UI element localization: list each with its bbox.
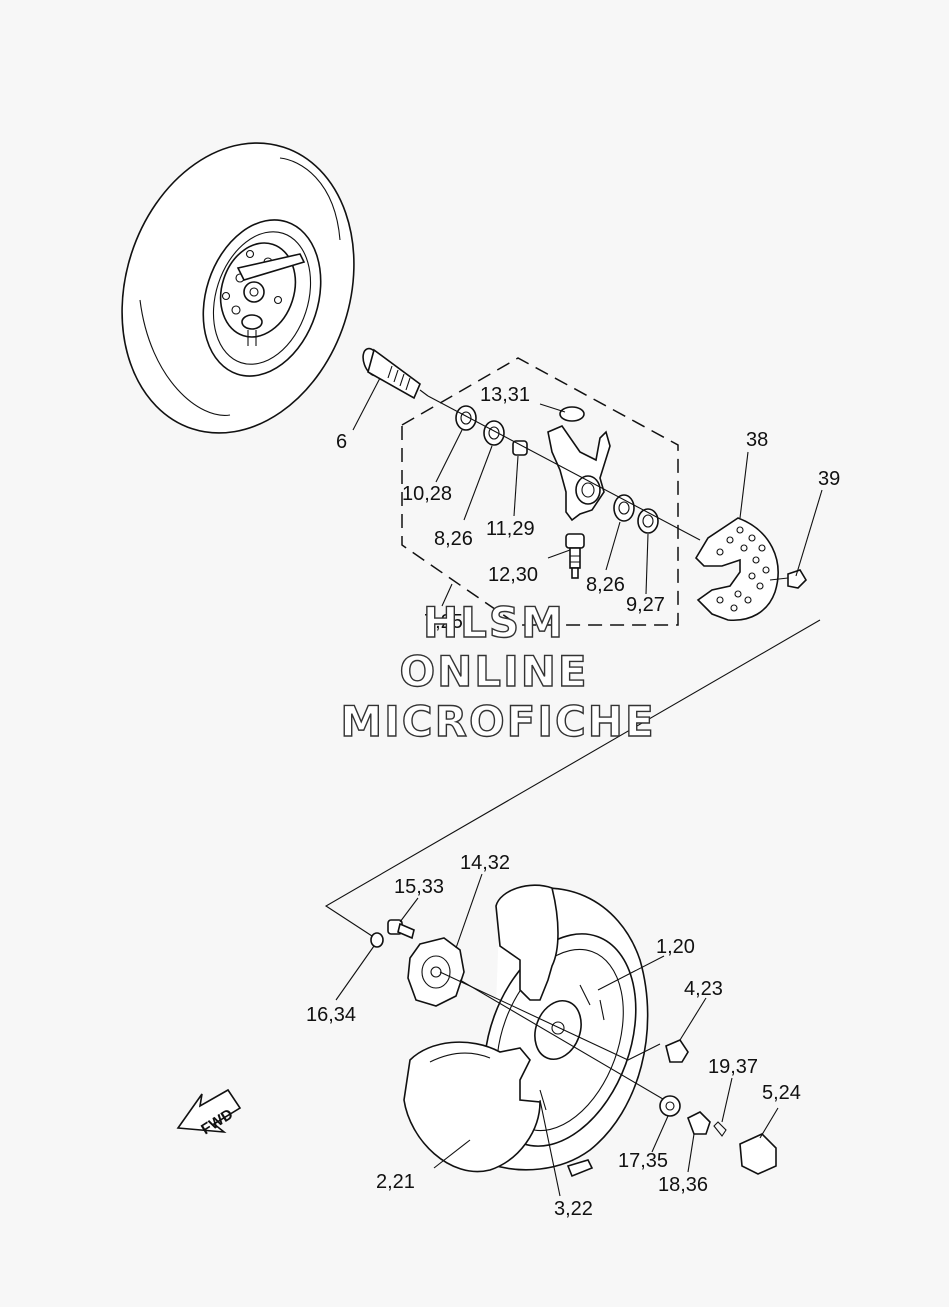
callout-12-30: 12,30 — [488, 564, 538, 586]
bearing — [483, 420, 505, 446]
hub-cap — [739, 1133, 777, 1175]
callout-18-36: 18,36 — [658, 1174, 708, 1196]
wheel-hub — [407, 937, 465, 1007]
brake-disc — [694, 517, 779, 621]
callout-3-22: 3,22 — [554, 1198, 593, 1220]
steering-knuckle — [547, 425, 611, 522]
leader-lines — [335, 377, 823, 1197]
group-boundary — [401, 357, 679, 626]
o-ring — [370, 932, 384, 948]
cotter-pin — [713, 1121, 727, 1137]
ball-joint — [565, 533, 585, 579]
washer — [659, 1095, 681, 1117]
callout-16-34: 16,34 — [306, 1004, 356, 1026]
fwd-arrow: FWD — [176, 1088, 242, 1138]
callout-8-26-upper: 8,26 — [434, 528, 473, 550]
callout-labels: 6 13,31 10,28 8,26 11,29 38 39 12,30 8,2… — [306, 384, 840, 1220]
axle-nut — [686, 1111, 711, 1135]
callout-1-20: 1,20 — [656, 936, 695, 958]
lower-wheel-assembly — [403, 884, 649, 1173]
watermark-line-3: MICROFICHE — [340, 697, 655, 746]
callout-7-25: 7,25 — [424, 611, 463, 633]
axle-part — [362, 347, 429, 400]
watermark-line-2: ONLINE — [399, 647, 588, 696]
stud-bolt — [387, 919, 415, 940]
callout-15-33: 15,33 — [394, 876, 444, 898]
callout-10-28: 10,28 — [402, 483, 452, 505]
callout-4-23: 4,23 — [684, 978, 723, 1000]
callout-2-21: 2,21 — [376, 1171, 415, 1193]
bearing-right — [613, 494, 635, 522]
watermark: HLSM ONLINE MICROFICHE — [340, 597, 655, 746]
callout-6: 6 — [336, 431, 347, 453]
callout-39: 39 — [818, 468, 840, 490]
callout-11-29: 11,29 — [486, 518, 535, 540]
callout-9-27: 9,27 — [626, 594, 665, 616]
watermark-line-1: HLSM — [423, 598, 565, 647]
callout-5-24: 5,24 — [762, 1082, 801, 1104]
callout-38: 38 — [746, 429, 768, 451]
callout-13-31: 13,31 — [480, 384, 530, 406]
oil-seal — [455, 405, 477, 431]
callout-8-26-lower: 8,26 — [586, 574, 625, 596]
circlip — [559, 406, 585, 422]
collar — [512, 440, 528, 456]
callout-17-35: 17,35 — [618, 1150, 668, 1172]
valve — [566, 1159, 594, 1178]
callout-14-32: 14,32 — [460, 852, 510, 874]
upper-wheel-assembly — [121, 142, 355, 434]
nut — [665, 1039, 689, 1063]
callout-19-37: 19,37 — [708, 1056, 758, 1078]
